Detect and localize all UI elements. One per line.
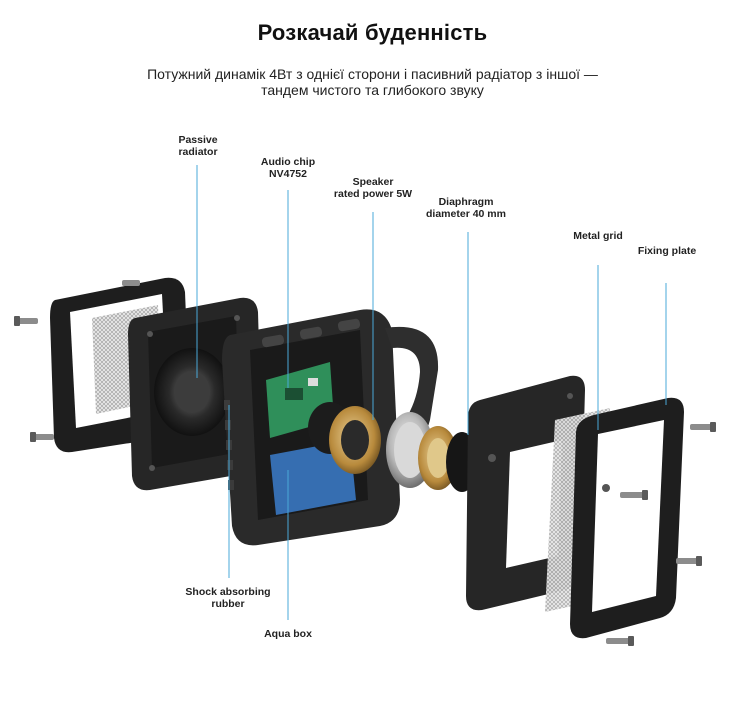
screw-icon	[30, 432, 54, 442]
label-speaker: Speaker rated power 5W	[333, 176, 413, 200]
label-passive-radiator: Passive radiator	[178, 134, 218, 158]
subtitle-line-1: Потужний динамік 4Вт з однієї сторони і …	[147, 66, 598, 82]
label-metal-grid: Metal grid	[573, 230, 623, 242]
label-fixing-plate: Fixing plate	[637, 245, 697, 257]
page-subtitle: Потужний динамік 4Вт з однієї сторони і …	[120, 66, 625, 98]
label-audio-chip: Audio chip NV4752	[260, 156, 316, 180]
screw-icon	[122, 280, 140, 286]
leader-lines	[196, 165, 667, 620]
fixing-plate	[570, 397, 684, 639]
speaker-driver	[308, 402, 434, 488]
screw-icon	[14, 316, 38, 326]
screw-icon	[620, 490, 648, 500]
page-title: Розкачай буденність	[257, 20, 488, 45]
subtitle-line-2: тандем чистого та глибокого звуку	[261, 82, 484, 98]
strap	[385, 326, 439, 440]
label-aqua-box: Aqua box	[264, 628, 312, 640]
label-shock-absorbing-rubber: Shock absorbing rubber	[185, 586, 271, 610]
screw-icon	[676, 556, 702, 566]
screw-icon	[606, 636, 634, 646]
label-diaphragm: Diaphragm diameter 40 mm	[426, 196, 506, 220]
screw-icon	[690, 422, 716, 432]
